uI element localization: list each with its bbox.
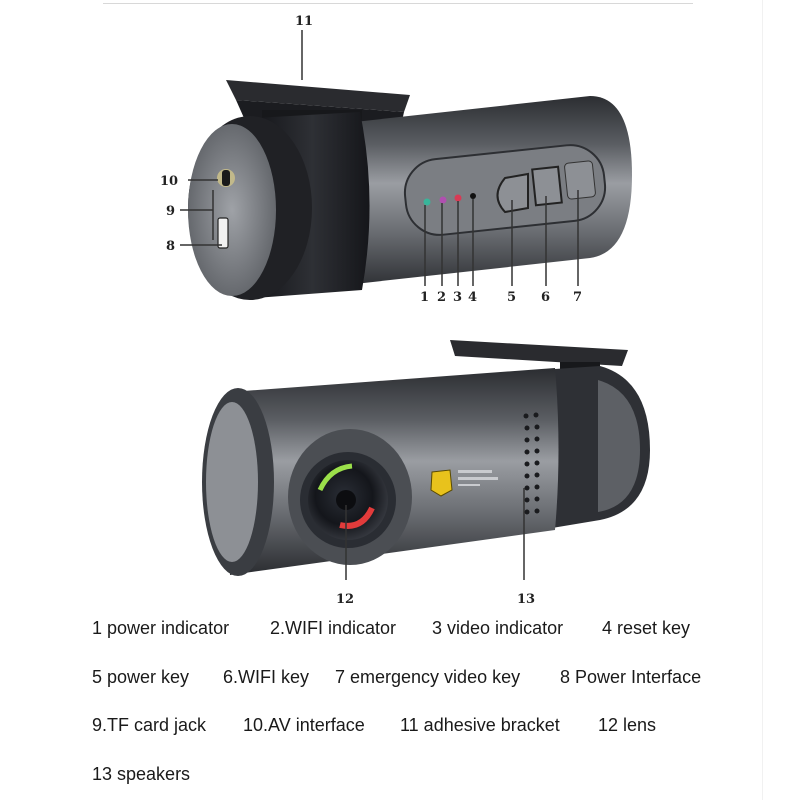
hd-badge <box>430 469 453 497</box>
lens-red-reflection <box>339 506 375 529</box>
right-edge-line <box>762 0 763 800</box>
reset-key <box>470 193 476 199</box>
legend-item: 10.AV interface <box>243 715 365 735</box>
speaker-holes <box>523 412 540 515</box>
callout-6: 6 <box>541 290 550 305</box>
bottom-camera-view: 12 13 <box>202 340 650 607</box>
callout-10: 10 <box>160 174 178 189</box>
legend-item: 11 adhesive bracket <box>400 715 560 735</box>
callout-1: 1 <box>420 290 429 305</box>
callout-12: 12 <box>336 592 354 607</box>
legend-item: 6.WIFI key <box>223 667 310 687</box>
callout-13: 13 <box>517 592 535 607</box>
callout-7: 7 <box>573 290 582 305</box>
legend-item: 9.TF card jack <box>92 715 207 735</box>
legend-item: 2.WIFI indicator <box>270 618 397 638</box>
top-camera-view: 11 10 9 8 1 2 3 4 5 6 7 <box>160 14 632 305</box>
legend-item: 12 lens <box>598 715 657 735</box>
legend-item: 1 power indicator <box>92 618 230 638</box>
wifi-key <box>531 165 563 207</box>
legend-item: 4 reset key <box>602 618 691 638</box>
callout-9: 9 <box>166 204 175 219</box>
callout-5: 5 <box>507 290 516 305</box>
callout-8: 8 <box>166 239 175 254</box>
rear-end-cap <box>188 124 276 296</box>
top-border-line <box>103 3 693 4</box>
adhesive-bracket-top <box>226 80 410 112</box>
video-indicator-led <box>454 194 462 202</box>
legend-item: 5 power key <box>92 667 190 687</box>
legend-item: 7 emergency video key <box>335 667 521 687</box>
callout-4: 4 <box>468 290 477 305</box>
legend-item: 3 video indicator <box>432 618 564 638</box>
callout-11: 11 <box>295 14 313 29</box>
lens-green-reflection <box>317 463 353 492</box>
emergency-video-key <box>564 160 596 200</box>
badge-text-lines <box>458 470 498 486</box>
adhesive-bracket-bottom <box>450 340 628 366</box>
power-key <box>496 172 529 214</box>
wifi-indicator-led <box>439 196 447 204</box>
power-indicator-led <box>423 198 431 206</box>
callout-lines-bottom <box>345 488 525 580</box>
dashcam-diagram: 11 10 9 8 1 2 3 4 5 6 7 <box>160 14 650 607</box>
power-interface-port <box>217 217 229 249</box>
legend-item: 8 Power Interface <box>560 667 702 687</box>
legend-item: 13 speakers <box>92 764 191 784</box>
callout-lines-top <box>180 30 579 286</box>
callout-3: 3 <box>453 290 462 305</box>
callout-2: 2 <box>437 290 446 305</box>
